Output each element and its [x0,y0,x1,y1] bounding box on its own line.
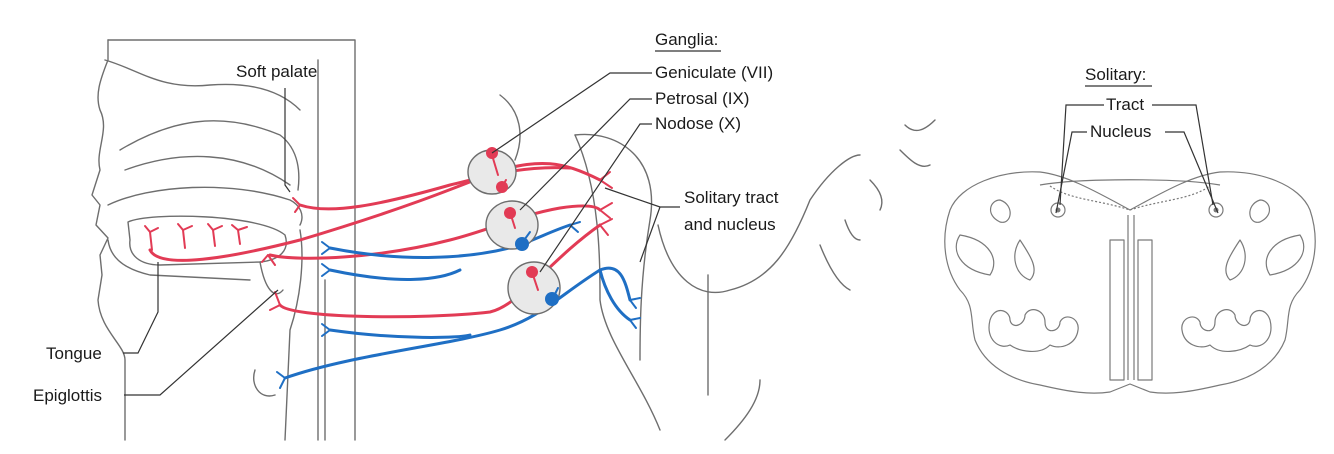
vagus-fiber-red [278,223,602,319]
solitary-tract-label-2: and nucleus [684,215,776,234]
vagus-fiber-blue-1 [328,223,572,259]
ganglia [467,147,561,315]
facial-nerve-fiber [148,162,602,262]
solitary-tract-labels: Solitary tract and nucleus [604,187,779,263]
nodose-ganglion [507,261,561,315]
vagus-fiber-blue-3 [328,328,472,339]
head-sagittal-section [91,39,356,441]
glossopharyngeal-fiber [268,204,602,260]
facial-nerve-fiber-2 [298,166,572,211]
ganglia-title: Ganglia: [655,30,718,49]
epiglottis-label: Epiglottis [33,386,102,405]
brainstem-outline [499,94,936,441]
medulla-cross-section [944,171,1316,394]
vagus-fiber-blue-4 [283,266,632,380]
nucleus-label: Nucleus [1090,122,1151,141]
petrosal-ganglion [485,200,539,251]
petrosal-label: Petrosal (IX) [655,89,749,108]
taste-fibers-red [144,162,613,319]
vagus-fiber-blue-2 [328,268,462,281]
tongue-label: Tongue [46,344,102,363]
tract-label: Tract [1106,95,1144,114]
nodose-label: Nodose (X) [655,114,741,133]
head-labels: Soft palate Tongue Epiglottis [33,62,317,405]
geniculate-label: Geniculate (VII) [655,63,773,82]
solitary-title: Solitary: [1085,65,1146,84]
soft-palate-label: Soft palate [236,62,317,81]
geniculate-ganglion [467,147,517,195]
ganglia-labels: Ganglia: Geniculate (VII) Petrosal (IX) … [491,30,773,273]
solitary-tract-label-1: Solitary tract [684,188,779,207]
solitary-labels: Solitary: Tract Nucleus [1055,65,1219,214]
visceral-fibers-blue [276,221,641,389]
